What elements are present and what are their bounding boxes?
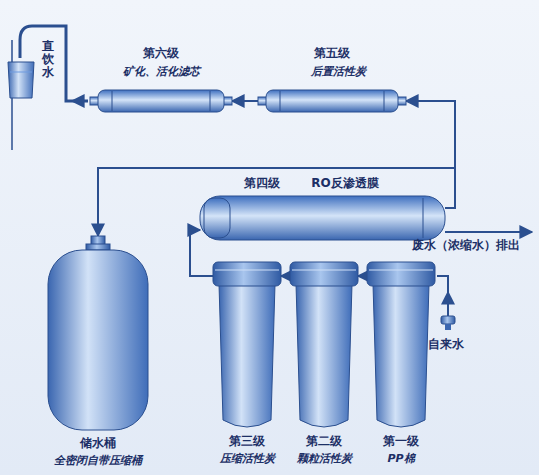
waste-pipe — [445, 231, 532, 233]
stage-heading: 第五级 — [314, 46, 350, 60]
filter-ring — [112, 91, 210, 111]
filter-cartridge: 第三级压缩活性炭 — [213, 262, 281, 430]
inlet-pipe — [437, 276, 448, 318]
stage-description: 矿化、活化滤芯 — [123, 65, 200, 78]
cart-shape — [367, 262, 435, 430]
stage-description: 颗粒活性炭 — [297, 452, 352, 465]
filter-cartridge: 第一级PP棉 — [367, 262, 435, 430]
cap-rim — [292, 270, 356, 271]
stage-heading: 第六级 — [143, 46, 179, 60]
hcyl-shape — [90, 90, 232, 112]
cartridge-cap — [213, 262, 281, 286]
filter-ring — [280, 91, 384, 111]
end-cap — [204, 198, 230, 238]
cartridge-cap — [367, 262, 435, 286]
cart-shape — [213, 262, 281, 430]
ro-shape — [200, 196, 445, 240]
waste-label: 废水（浓缩水）排出 — [412, 237, 520, 254]
outlet-label: 直饮水 — [42, 40, 54, 80]
tank-shape — [48, 236, 148, 432]
stage-heading: 储水桶 — [80, 436, 116, 450]
flow-arrow — [72, 100, 82, 102]
storage-tank: 储水桶全密闭自带压缩桶 — [48, 236, 148, 432]
inlet-valve — [441, 316, 455, 324]
stage-heading: 第二级 — [306, 434, 342, 448]
cartridge-body — [296, 284, 352, 427]
filter-cylinder: 第六级矿化、活化滤芯 — [90, 90, 232, 112]
hcyl-shape — [258, 90, 406, 112]
filter-cartridge: 第二级颗粒活性炭 — [290, 262, 358, 430]
cartridge-body — [373, 284, 429, 427]
cup — [8, 62, 34, 98]
inlet-label: 自来水 — [428, 336, 464, 353]
filter-cylinder: 第五级后置活性炭 — [258, 90, 406, 112]
cap-rim — [215, 270, 279, 271]
membrane-housing: 第四级RO反渗透膜 — [200, 196, 445, 240]
stage-description: 后置活性炭 — [311, 65, 366, 78]
water-pipe — [232, 100, 258, 102]
tank-body — [48, 250, 148, 430]
inlet-valve — [445, 324, 451, 330]
tank-valve — [86, 244, 110, 250]
water-pipe — [281, 275, 290, 277]
cartridge-body — [219, 284, 275, 427]
cart-shape — [290, 262, 358, 430]
filter-body — [266, 90, 398, 112]
stage-description: 全密闭自带压缩桶 — [54, 454, 142, 467]
stage-description: PP棉 — [387, 452, 414, 465]
stage-heading: 第四级 — [244, 176, 280, 190]
membrane-body — [200, 196, 445, 240]
stage-description: 压缩活性炭 — [220, 452, 275, 465]
end-ring — [423, 198, 424, 238]
stage-description: RO反渗透膜 — [311, 176, 378, 190]
filter-body — [98, 90, 224, 112]
water-level — [10, 72, 32, 73]
flow-arrow — [447, 292, 449, 305]
water-pipe — [358, 275, 367, 277]
stage-heading: 第三级 — [229, 434, 265, 448]
cap-rim — [369, 270, 433, 271]
stage-heading: 第一级 — [383, 434, 419, 448]
cartridge-cap — [290, 262, 358, 286]
